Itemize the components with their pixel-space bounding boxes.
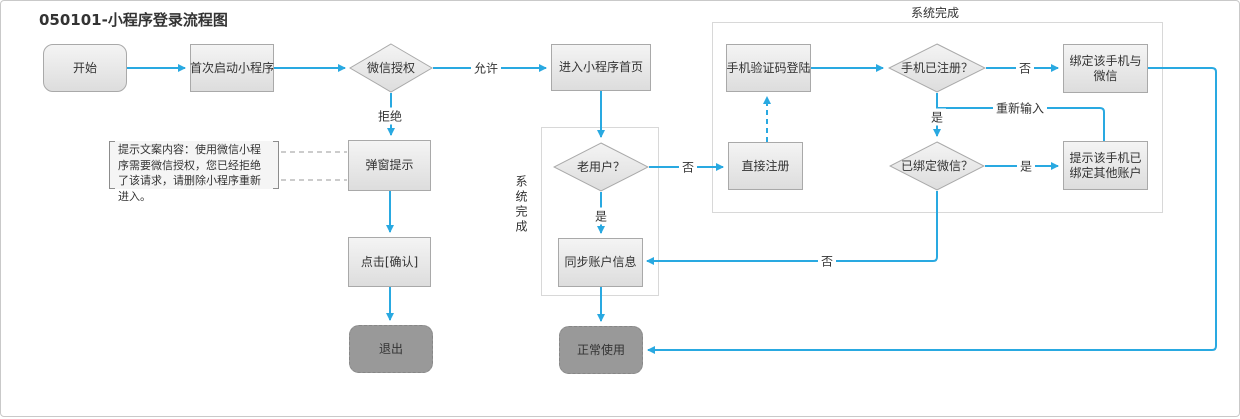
edge-label-bound-wechat-no: 否 bbox=[817, 252, 837, 270]
node-bound-wechat-decision: 已绑定微信？ bbox=[889, 141, 985, 191]
page-title: 050101-小程序登录流程图 bbox=[39, 11, 228, 29]
edge-label-old-user-yes: 是 bbox=[591, 207, 611, 225]
diamond-shape bbox=[553, 142, 649, 192]
node-phone-login: 手机验证码登陆 bbox=[726, 44, 811, 92]
node-sync-info: 同步账户信息 bbox=[558, 238, 643, 287]
node-wechat-auth-decision: 微信授权 bbox=[349, 43, 433, 93]
node-normal-use: 正常使用 bbox=[559, 326, 643, 374]
edge-prompt-bound-reenter-loop bbox=[938, 107, 1105, 141]
edge-bound-wechat-no-to-sync-info bbox=[646, 191, 938, 265]
node-click-confirm: 点击[确认] bbox=[348, 237, 431, 287]
edge-label-registered-no: 否 bbox=[1015, 59, 1035, 77]
top-right-container-label: 系统完成 bbox=[910, 6, 959, 20]
note-popup-copy: 提示文案内容：使用微信小程序需要微信授权，您已经拒绝了该请求，请删除小程序重新进… bbox=[109, 141, 279, 203]
diamond-shape bbox=[888, 43, 986, 93]
edge-label-allow: 允许 bbox=[470, 59, 502, 77]
node-popup: 弹窗提示 bbox=[348, 140, 431, 191]
node-registered-decision: 手机已注册？ bbox=[888, 43, 986, 93]
mid-container-label: 系统完成 bbox=[514, 175, 528, 235]
edge-label-registered-yes: 是 bbox=[927, 108, 947, 126]
node-old-user-decision: 老用户？ bbox=[553, 142, 649, 192]
diamond-shape bbox=[349, 43, 433, 93]
edge-label-reenter: 重新输入 bbox=[992, 99, 1048, 117]
node-bind-phone: 绑定该手机与微信 bbox=[1063, 44, 1148, 93]
node-exit: 退出 bbox=[349, 325, 433, 373]
node-enter-home: 进入小程序首页 bbox=[551, 44, 651, 91]
node-direct-reg: 直接注册 bbox=[728, 142, 803, 190]
node-prompt-bound: 提示该手机已绑定其他账户 bbox=[1063, 141, 1148, 190]
edge-label-reject: 拒绝 bbox=[374, 107, 406, 125]
node-first-launch: 首次启动小程序 bbox=[190, 44, 274, 92]
edge-label-bound-wechat-yes: 是 bbox=[1016, 157, 1036, 175]
edge-bind-phone-to-normal-use bbox=[647, 67, 1217, 354]
edge-label-old-user-no: 否 bbox=[678, 158, 698, 176]
diamond-shape bbox=[889, 141, 985, 191]
node-start: 开始 bbox=[43, 44, 127, 92]
